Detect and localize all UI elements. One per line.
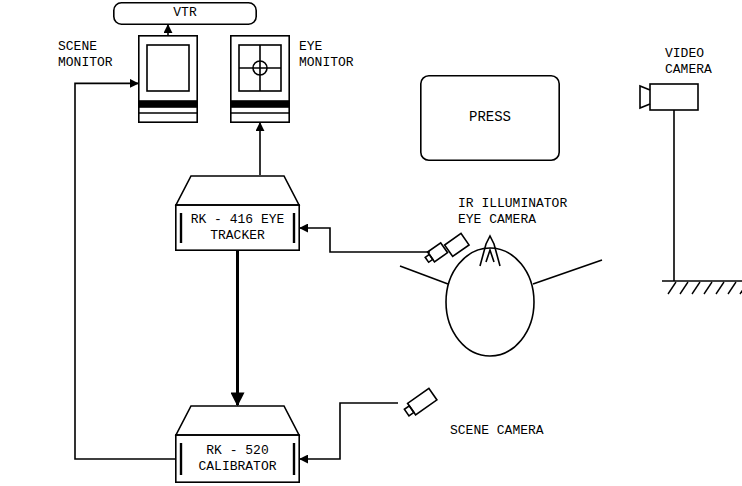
monitor-stripe xyxy=(139,101,197,107)
camera-lens xyxy=(404,406,414,416)
console-front xyxy=(176,205,299,250)
node-label: EYE MONITOR xyxy=(299,39,371,72)
signal-connector xyxy=(167,25,169,35)
tripod xyxy=(673,110,675,281)
monitor-screen xyxy=(239,45,281,91)
ground-line xyxy=(662,280,742,282)
hatch-stroke xyxy=(740,282,742,294)
scene-camera: SCENE CAMERA xyxy=(398,385,568,445)
signal-connector xyxy=(236,251,239,405)
node-label: PRESS xyxy=(469,109,511,127)
video-camera-body xyxy=(650,84,698,110)
operator-arm xyxy=(533,260,602,284)
monitor-box-outline xyxy=(138,35,198,123)
console-bar xyxy=(293,213,295,243)
scene-camera-icon xyxy=(403,388,437,418)
signal-connector xyxy=(300,228,430,252)
camera-lens xyxy=(425,254,433,262)
node-label: SCENE CAMERA xyxy=(450,423,544,439)
crosshair xyxy=(259,45,261,91)
console-front xyxy=(176,435,299,482)
tracker-unit: RK - 416 EYE TRACKER xyxy=(175,175,300,251)
monitor-case xyxy=(231,36,289,122)
hatch-stroke xyxy=(704,282,712,294)
console-top xyxy=(176,406,299,435)
monitor-box: SCENE MONITOR xyxy=(138,35,198,123)
camera-body xyxy=(445,233,469,256)
press-box: PRESS xyxy=(420,75,560,161)
console-bar xyxy=(180,443,182,475)
signal-connector xyxy=(259,123,261,175)
monitor-box: EYE MONITOR xyxy=(230,35,290,123)
monitor-stripe xyxy=(231,101,289,107)
monitor-box-outline xyxy=(230,35,290,123)
monitor-stripe xyxy=(139,112,197,114)
ground-hatching xyxy=(668,282,742,294)
hatch-stroke xyxy=(680,282,688,294)
hatch-stroke xyxy=(716,282,724,294)
calibrator-unit: RK - 520 CALIBRATOR xyxy=(175,405,300,483)
eye-camera: IR ILLUMINATOR EYE CAMERA xyxy=(430,196,580,270)
node-label: RK - 416 EYE TRACKER xyxy=(187,205,288,251)
node-label: IR ILLUMINATOR EYE CAMERA xyxy=(458,196,578,229)
recorder-box: VTR xyxy=(113,2,257,25)
hatch-stroke xyxy=(728,282,736,294)
monitor-case xyxy=(139,36,197,122)
node-label: VIDEO CAMERA xyxy=(665,46,727,79)
box-border xyxy=(421,76,559,160)
signal-connector xyxy=(300,403,398,459)
console-bar xyxy=(180,213,182,243)
operator-hands xyxy=(480,236,500,266)
monitor-screen xyxy=(147,45,189,91)
operator-arm xyxy=(400,266,448,284)
hatch-stroke xyxy=(692,282,700,294)
hatch-stroke xyxy=(668,282,676,294)
video-camera-lens xyxy=(640,86,650,108)
operator-head xyxy=(446,248,534,356)
console-top xyxy=(176,176,299,205)
node-label: VTR xyxy=(173,5,196,21)
console-bar xyxy=(293,443,295,475)
monitor-stripe xyxy=(231,112,289,114)
node-label: SCENE MONITOR xyxy=(58,39,130,72)
eye-camera-icon xyxy=(423,230,469,269)
operator-hands xyxy=(486,250,494,262)
camera-label: VIDEO CAMERA xyxy=(665,46,727,80)
box-border xyxy=(114,3,256,24)
signal-connector xyxy=(75,83,175,459)
node-label: RK - 520 CALIBRATOR xyxy=(187,435,288,483)
